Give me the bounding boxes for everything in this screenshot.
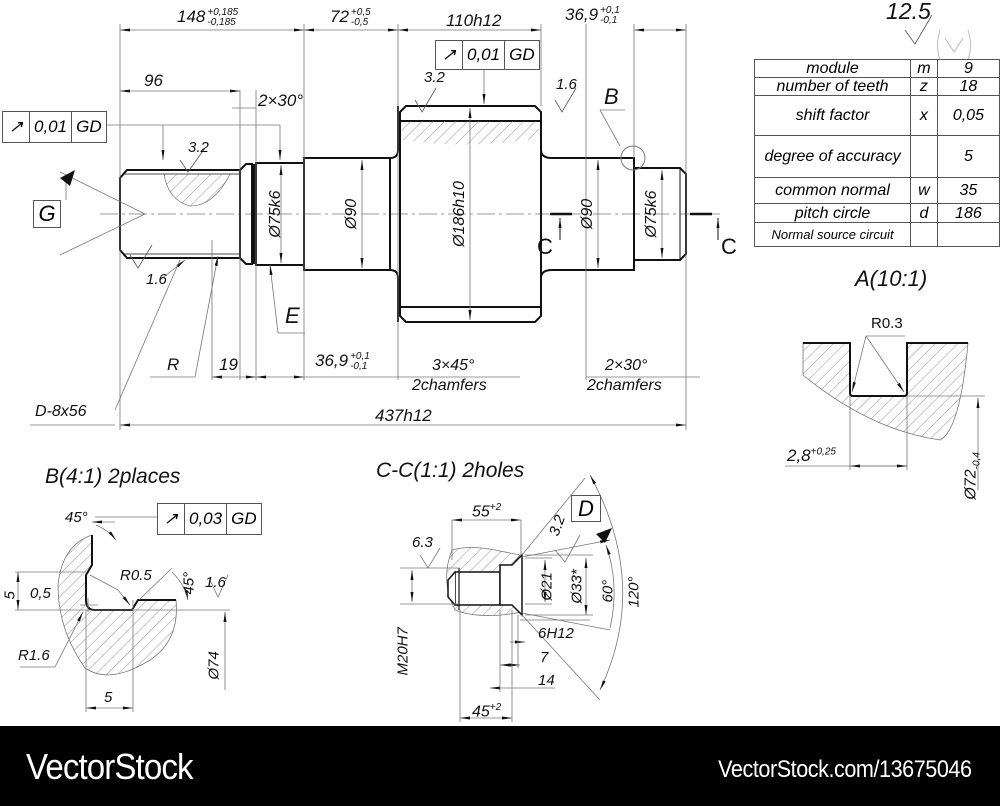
chamfer-mid-note: 2chamfers — [412, 377, 487, 394]
detail-a-linework — [785, 335, 985, 490]
detail-b-roughness: 1.6 — [205, 574, 226, 591]
overall-length: 437h12 — [375, 406, 432, 425]
detail-b-dim-5-left: 5 — [1, 591, 19, 600]
datum-g: G — [33, 200, 61, 228]
detail-cc-title: C-C(1:1) 2holes — [376, 459, 525, 482]
diameter-right-journal: Ø75k6 — [643, 190, 660, 238]
chamfer-right-note: 2chamfers — [587, 377, 662, 394]
detail-cc-dim-7: 7 — [540, 649, 549, 666]
dim-148: 148+0,185-0,185 — [177, 7, 239, 28]
detail-cc-angle-60: 60° — [599, 579, 617, 603]
detail-b-angle-right: 45° — [180, 571, 198, 595]
detail-cc-linework — [400, 474, 624, 722]
section-c-left: C — [537, 234, 553, 259]
detail-b-radius-small: R0.5 — [120, 567, 152, 584]
dim-36-9-top: 36,9+0,1-0,1 — [565, 5, 620, 26]
runout-frame-left: ↗ 0,01 GD — [2, 111, 107, 143]
dim-36-9-bottom: 36,9+0,1-0,1 — [315, 351, 370, 372]
dim-72: 72+0,5-0,5 — [330, 7, 371, 28]
detail-cc-dim-45: 45+2 — [472, 702, 502, 721]
table-row: Normal source circuit — [753, 222, 1000, 247]
label-b: B — [604, 84, 619, 109]
thread-d-8x56: D-8x56 — [35, 403, 87, 420]
drawing-linework — [15, 14, 985, 722]
datum-d: D — [571, 495, 601, 522]
diameter-gear: Ø186h10 — [451, 181, 468, 247]
chamfer-left: 2×30° — [258, 91, 304, 110]
detail-a-title: A(10:1) — [855, 266, 928, 291]
detail-cc-roughness-6-3: 6.3 — [412, 534, 433, 551]
detail-b-title: B(4:1) 2places — [45, 465, 181, 488]
detail-b-diameter: Ø74 — [205, 651, 223, 680]
diameter-right-shoulder: Ø90 — [579, 198, 596, 230]
section-c-right: C — [721, 234, 737, 259]
roughness-3-2-gear: 3.2 — [424, 69, 445, 86]
detail-b-dim-0-5: 0,5 — [30, 585, 51, 602]
roughness-general: 12.5 — [886, 0, 931, 24]
diameter-left-shoulder: Ø90 — [343, 198, 360, 230]
brand-logo: VectorStock — [26, 746, 194, 787]
detail-b-linework — [15, 516, 230, 712]
diameter-left-journal: Ø75k6 — [267, 190, 284, 238]
detail-a-radius: R0.3 — [871, 315, 903, 332]
roughness-1-6-left: 1.6 — [146, 271, 167, 288]
label-e: E — [285, 303, 300, 328]
detail-cc-dim-55: 55+2 — [472, 502, 502, 521]
runout-frame-detail-b: ↗ 0,03 GD — [157, 503, 262, 535]
runout-arrow-icon: ↗ — [3, 112, 30, 142]
dim-96: 96 — [144, 71, 163, 90]
detail-cc-angle-120: 120° — [625, 576, 643, 608]
roughness-1-6-right: 1.6 — [556, 76, 577, 93]
watermark-footer: VectorStock VectorStock.com/13675046 — [0, 726, 1000, 806]
detail-cc-6h12: 6H12 — [538, 625, 574, 642]
chamfer-mid: 3×45° — [432, 357, 475, 374]
runout-arrow-icon: ↗ — [436, 41, 463, 69]
dim-110h12: 110h12 — [446, 11, 502, 30]
source-url: VectorStock.com/13675046 — [718, 756, 973, 783]
dim-r: R — [167, 355, 180, 374]
dim-19: 19 — [219, 355, 238, 374]
roughness-3-2-left: 3.2 — [188, 139, 209, 156]
detail-b-dim-5-bottom: 5 — [104, 689, 113, 706]
runout-arrow-icon: ↗ — [158, 504, 185, 534]
detail-b-radius-large: R1.6 — [18, 647, 50, 664]
detail-cc-dia-21: Ø21 — [538, 572, 556, 601]
detail-a-diameter: Ø72-0,4 — [962, 452, 983, 500]
chamfer-right: 2×30° — [605, 357, 648, 374]
detail-cc-thread: M20H7 — [394, 627, 412, 676]
detail-a-width: 2,8+0,25 — [787, 446, 836, 465]
technical-drawing: 148+0,185-0,185 72+0,5-0,5 110h12 36,9+0… — [1, 0, 1000, 722]
runout-frame-gear: ↗ 0,01 GD — [435, 40, 540, 70]
detail-cc-dim-14: 14 — [538, 672, 555, 689]
detail-b-angle-top: 45° — [65, 509, 88, 526]
detail-cc-dia-33: Ø33* — [568, 569, 586, 604]
